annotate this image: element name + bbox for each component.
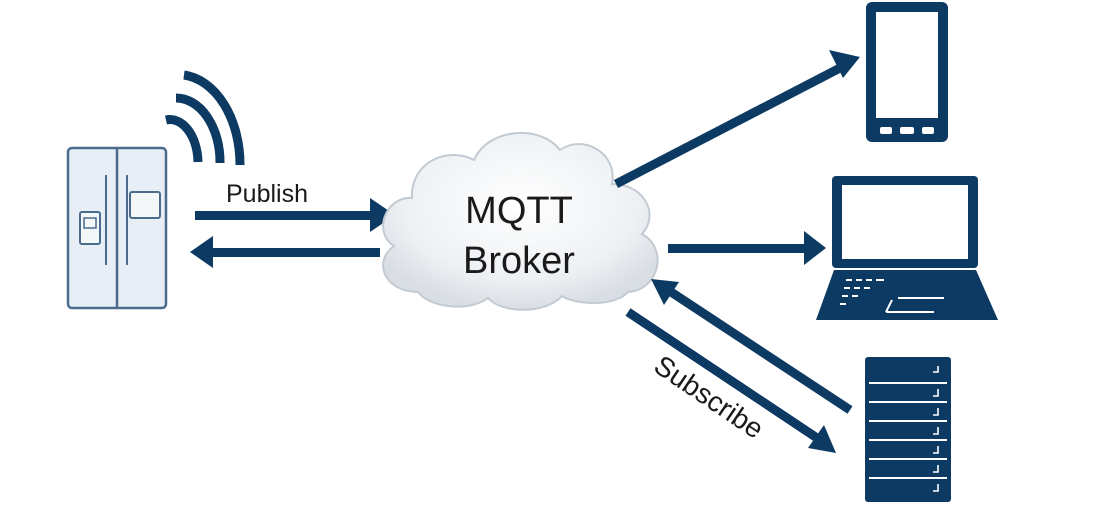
smartphone-icon (866, 2, 948, 142)
arrow-server-to-broker (651, 279, 853, 414)
arrow-broker-to-server (625, 308, 836, 453)
server-icon (865, 357, 951, 502)
laptop-icon (816, 176, 998, 320)
refrigerator-icon (66, 146, 168, 310)
publish-label: Publish (226, 180, 308, 208)
arrow-to-phone (613, 50, 860, 188)
publish-arrow (195, 198, 395, 232)
wireless-signal-icon (165, 70, 245, 166)
broker-title-line2: Broker (463, 240, 575, 282)
mqtt-broker-cloud: MQTT Broker (382, 131, 659, 311)
broker-title-line1: MQTT (465, 190, 573, 232)
return-arrow (190, 236, 380, 268)
arrow-to-laptop (668, 231, 826, 265)
